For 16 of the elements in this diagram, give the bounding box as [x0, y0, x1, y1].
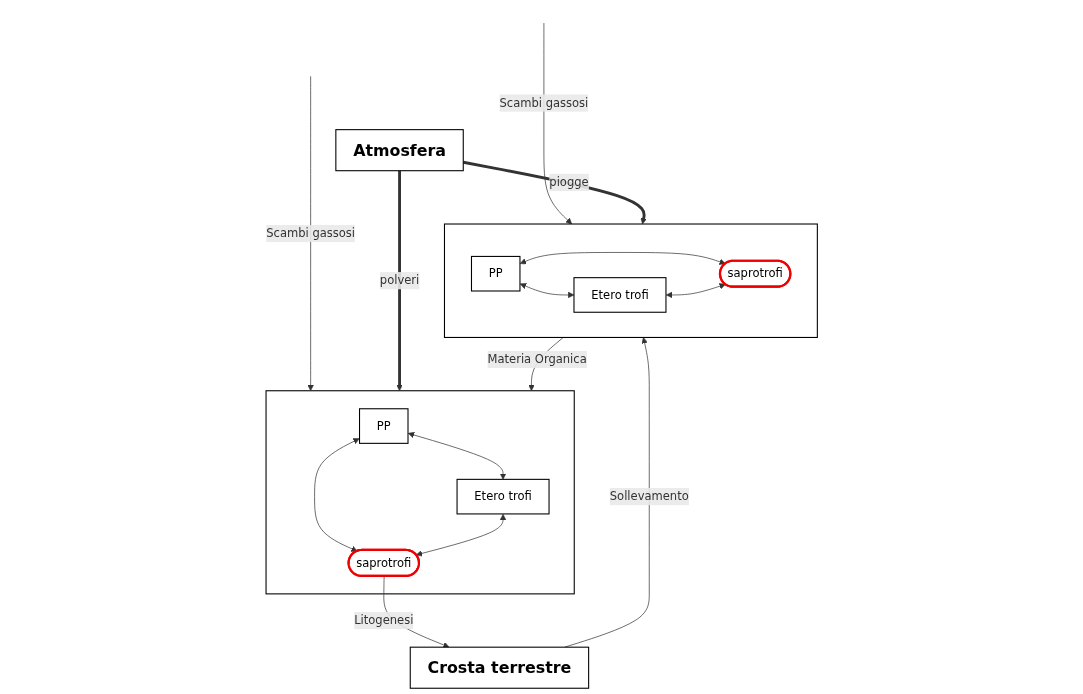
edge-label: Scambi gassosi: [499, 95, 589, 110]
edge-label: Litogenesi: [353, 613, 414, 628]
edge-label: Scambi gassosi: [266, 226, 355, 241]
edge-label: polveri: [379, 273, 420, 288]
cluster: [443, 223, 818, 338]
node-box: PP: [358, 408, 409, 444]
edge-label: piogge: [549, 175, 589, 189]
edge-label: Materia Organica: [487, 352, 587, 366]
node-box: Etero trofi: [456, 478, 550, 515]
node-box: Atmosfera: [335, 129, 464, 172]
node-box: PP: [470, 255, 521, 292]
arrow: [396, 170, 403, 392]
cluster: [265, 390, 575, 595]
node-box: Etero trofi: [573, 277, 667, 313]
node-box: Crosta terrestre: [409, 646, 589, 689]
edge-label: Sollevamento: [609, 489, 689, 504]
